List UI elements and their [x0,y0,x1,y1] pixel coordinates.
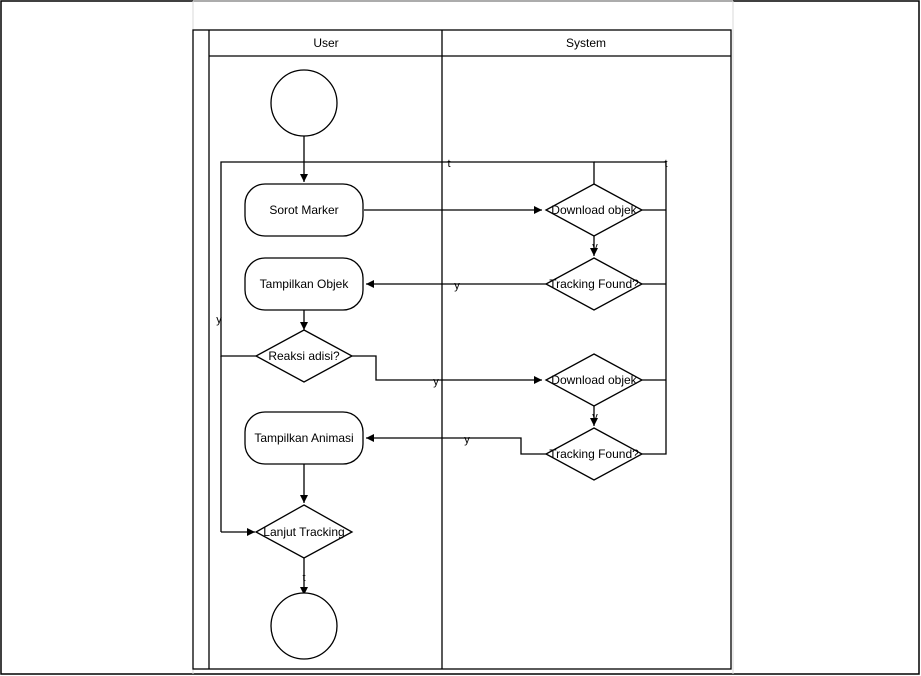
edge-right-return-loop [594,161,667,455]
decision-download-objek-1 [544,183,644,237]
edge-reaksi-loop-left [220,161,595,357]
activity-sorot-marker [244,183,364,237]
edge-label-tracking1-y: y [454,280,460,292]
decision-lanjut-tracking-label: Lanjut Tracking [263,525,344,539]
edge-tracking2-to-tampilkan-animasi [366,434,546,455]
decision-download-objek-1-label: Download objek [551,203,637,217]
decision-lanjut-tracking [254,504,354,559]
edge-label-tracking2-y: y [464,434,470,446]
decision-tracking-found-2 [544,427,644,481]
connectors [220,130,667,595]
activity-sorot-marker-label: Sorot Marker [269,203,338,217]
decision-reaksi-adisi-label: Reaksi adisi? [268,349,340,363]
edge-reaksi-to-download2 [352,355,542,384]
activity-tampilkan-objek-label: Tampilkan Objek [260,277,350,291]
edge-label-lanjut-t: t [302,572,305,584]
edge-label-download1-y: y [592,241,598,253]
decision-download-objek-2-label: Download objek [551,373,637,387]
end-node [270,592,338,660]
decision-tracking-found-1 [544,257,644,311]
decision-reaksi-adisi [254,329,354,383]
start-node [270,69,338,137]
decision-download-objek-2 [544,353,644,407]
edge-label-download2-y: y [592,411,598,423]
decision-tracking-found-1-label: Tracking Found? [549,277,639,291]
lane-header-user: User [313,36,338,50]
swimlane-frame [192,29,732,670]
lane-header-system: System [566,36,606,50]
edge-label-loop-top-t1: t [447,158,450,170]
activity-tampilkan-animasi [244,411,364,465]
activity-tampilkan-objek [244,257,364,311]
activity-tampilkan-animasi-label: Tampilkan Animasi [254,431,353,445]
edge-label-reaksi-y: y [433,376,439,388]
decision-tracking-found-2-label: Tracking Found? [549,447,639,461]
edge-label-left-loop-y: y [216,314,222,326]
edge-label-loop-top-t2: t [664,158,667,170]
